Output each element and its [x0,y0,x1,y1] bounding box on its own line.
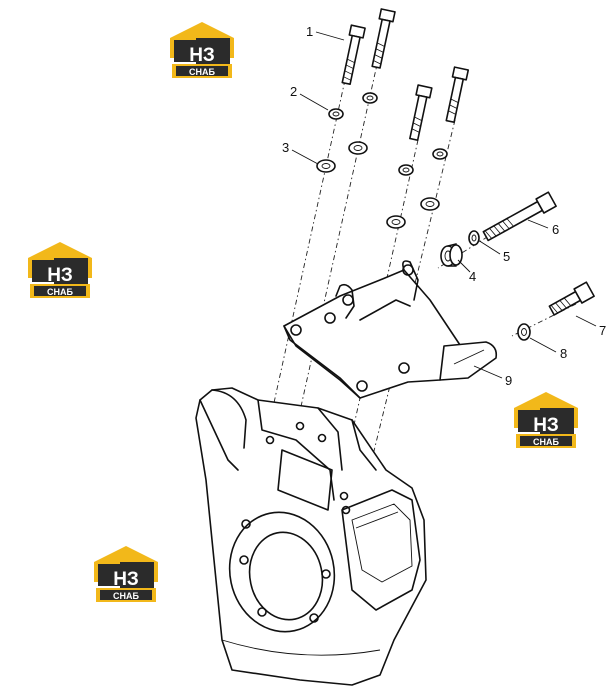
logo-watermark-1: НЗ СНАБ [170,22,234,78]
callout-2: 2 [290,84,297,99]
logo-primary: НЗ [189,45,215,66]
logo-secondary: СНАБ [189,67,215,77]
gearbox-housing [195,387,427,686]
washer-part-5 [468,230,480,246]
logo-primary: НЗ [47,265,73,286]
washer-part-3 [316,141,440,229]
callout-3: 3 [282,140,289,155]
callout-9: 9 [505,373,512,388]
logo-secondary: СНАБ [47,287,73,297]
callout-7: 7 [599,323,606,338]
logo-watermark-4: НЗ СНАБ [94,546,158,602]
callout-5: 5 [503,249,510,264]
bolt-part-7 [548,281,595,316]
logo-watermark-2: НЗ СНАБ [28,242,92,298]
washer-part-2 [328,92,448,176]
bolt-part-1 [341,8,470,141]
callout-1: 1 [306,24,313,39]
callouts: 1 2 3 4 5 6 7 8 9 [282,24,606,388]
callout-6: 6 [552,222,559,237]
callout-4: 4 [469,269,476,284]
long-bolt-part-6 [482,191,557,242]
logo-watermark-3: НЗ СНАБ [514,392,578,448]
logo-primary: НЗ [533,415,559,436]
logo-primary: НЗ [113,569,139,590]
washer-part-8 [517,323,531,341]
logo-secondary: СНАБ [113,591,139,601]
bracket-part-9 [283,260,498,399]
bushing-part-4 [440,243,463,267]
callout-8: 8 [560,346,567,361]
logo-secondary: СНАБ [533,437,559,447]
